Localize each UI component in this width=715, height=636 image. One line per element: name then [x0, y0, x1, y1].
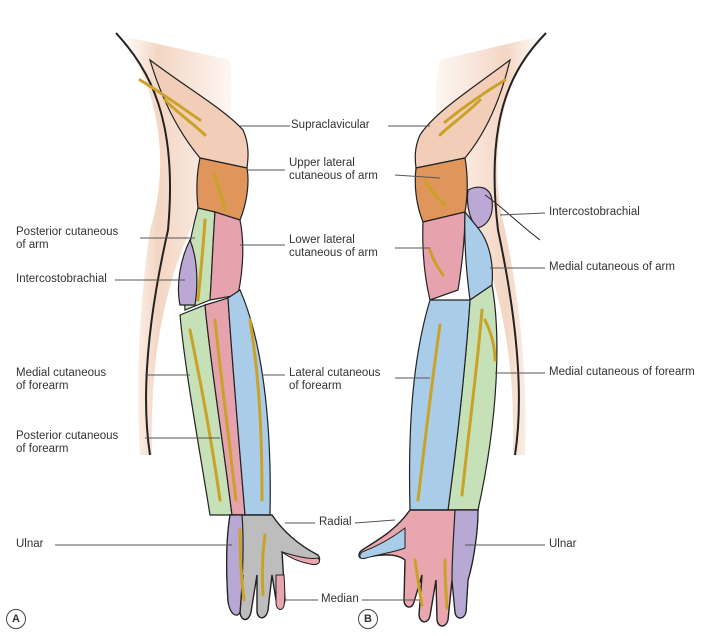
label-median: Median: [321, 593, 359, 606]
label-ulnar-b: Ulnar: [549, 538, 576, 551]
panel-badge-b: B: [358, 609, 378, 629]
label-radial: Radial: [319, 516, 352, 529]
label-ulnar-a: Ulnar: [16, 538, 43, 551]
zone-lower-lateral-b: [423, 212, 465, 300]
hand-ulnar-b: [452, 510, 478, 618]
panel-badge-a: A: [6, 609, 26, 629]
arm-b-anterior: [359, 33, 546, 626]
zone-lower-lateral-a: [210, 212, 243, 300]
label-medial-cutaneous-of-forearm-a: Medial cutaneous of forearm: [16, 367, 106, 393]
label-intercostobrachial-a: Intercostobrachial: [16, 273, 107, 286]
label-supraclavicular: Supraclavicular: [291, 119, 370, 132]
arm-a-posterior: [116, 33, 320, 620]
label-lateral-cutaneous-of-forearm: Lateral cutaneous of forearm: [289, 367, 380, 393]
zone-upper-lateral-b: [415, 158, 467, 222]
label-medial-cutaneous-of-forearm-b: Medial cutaneous of forearm: [549, 366, 695, 379]
label-upper-lateral-cutaneous-of-arm: Upper lateral cutaneous of arm: [289, 157, 378, 183]
finger-median-a: [276, 575, 285, 609]
label-posterior-cutaneous-of-arm: Posterior cutaneous of arm: [16, 226, 118, 252]
label-lower-lateral-cutaneous-of-arm: Lower lateral cutaneous of arm: [289, 234, 378, 260]
label-medial-cutaneous-of-arm-b: Medial cutaneous of arm: [549, 261, 675, 274]
label-intercostobrachial-b: Intercostobrachial: [549, 206, 640, 219]
label-posterior-cutaneous-of-forearm: Posterior cutaneous of forearm: [16, 430, 118, 456]
